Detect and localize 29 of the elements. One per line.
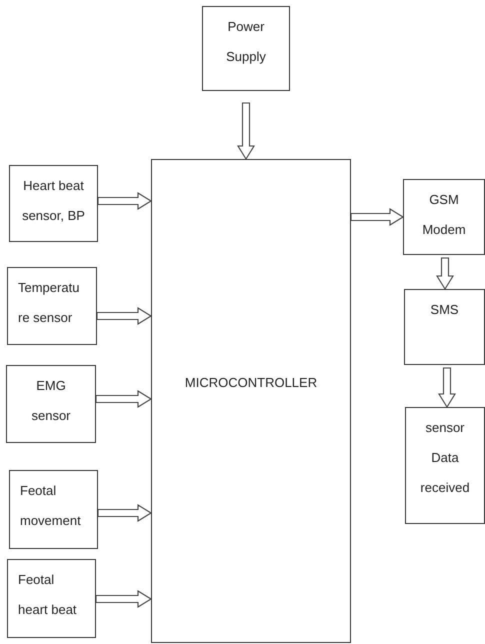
block-arrow (95, 590, 152, 608)
block-box (7, 559, 96, 638)
block-arrow (436, 257, 454, 290)
block-arrow (350, 208, 404, 226)
block-label: EMG sensor (30, 377, 72, 425)
block-label: SMS (429, 301, 460, 319)
power-supply-box (202, 6, 290, 91)
block-box (7, 267, 97, 345)
block-label: Temperatu re sensor (18, 279, 80, 327)
block-arrow (237, 102, 255, 160)
block-label: Feotal movement (20, 482, 82, 530)
block-label: GSM Modem (421, 191, 467, 239)
block-label: MICROCONTROLLER (184, 374, 318, 392)
block-label: Heart beat sensor, BP (21, 177, 86, 225)
block-arrow (96, 307, 152, 325)
block-box (9, 470, 98, 549)
block-label: Feotal heart beat (18, 571, 78, 619)
block-box (9, 165, 98, 242)
block-arrow (97, 504, 152, 522)
block-arrow (97, 192, 152, 210)
block-box (403, 179, 485, 255)
block-box (405, 407, 485, 524)
block-box (6, 365, 96, 443)
microcontroller-box (151, 159, 351, 643)
block-box (404, 289, 485, 365)
block-arrow (95, 390, 152, 408)
block-label: Power Supply (225, 18, 267, 66)
block-arrow (438, 367, 456, 408)
block-label: sensor Data received (419, 419, 471, 497)
